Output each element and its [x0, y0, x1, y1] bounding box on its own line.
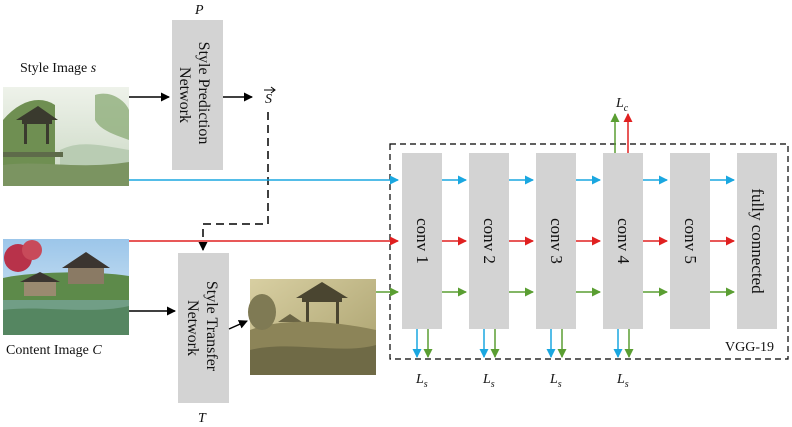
vgg-layer-box	[536, 153, 576, 329]
style-loss-label: Ls	[482, 372, 495, 390]
vgg-layer-label: conv 5	[681, 218, 700, 264]
vgg-layer-blocks: conv 1 conv 2 conv 3 conv 4 conv 5 fully conn…	[402, 153, 777, 329]
vgg-layer-label: conv 3	[547, 218, 566, 264]
vgg-layer-label: fully connected	[748, 188, 767, 294]
vgg-layer-box	[402, 153, 442, 329]
vgg-layer-5: conv 5	[670, 153, 710, 329]
vgg-internal-arrows	[412, 113, 735, 358]
vgg-layer-4: conv 4	[603, 153, 643, 329]
vgg-layer-box	[737, 153, 777, 329]
vgg-layer-label: conv 1	[413, 218, 432, 264]
vgg-layer-box	[469, 153, 509, 329]
vgg-layer-label: conv 2	[480, 218, 499, 264]
vgg19-region	[389, 143, 789, 360]
style-prediction-network-box	[172, 20, 223, 170]
vgg-layer-6: fully connected	[737, 153, 777, 329]
vgg-layer-3: conv 3	[536, 153, 576, 329]
style-loss-labels: Ls Ls Ls Ls	[415, 372, 629, 390]
vgg-layer-1: conv 1	[402, 153, 442, 329]
style-image	[3, 87, 129, 186]
transfer-to-output-arrow	[228, 320, 248, 330]
content-image	[3, 239, 129, 335]
style-transfer-network-box	[178, 253, 229, 403]
style-loss-label: Ls	[415, 372, 428, 390]
style-transfer-symbol: T	[198, 411, 207, 426]
vgg-layer-box	[670, 153, 710, 329]
style-loss-label: Ls	[616, 372, 629, 390]
stylized-output-image	[248, 279, 376, 375]
vgg19-label: VGG-19	[725, 340, 774, 355]
vgg-layer-label: conv 4	[614, 218, 633, 264]
style-image-label: Style Image s	[20, 61, 97, 76]
style-prediction-network-label: Style Prediction Network	[176, 42, 212, 149]
style-vector-symbol: S	[265, 92, 272, 107]
vector-arrow-icon	[264, 86, 276, 94]
content-loss-label: Lc	[615, 96, 629, 114]
style-vector-to-transfer-arrow	[198, 112, 269, 251]
style-loss-label: Ls	[549, 372, 562, 390]
vgg-layer-2: conv 2	[469, 153, 509, 329]
content-image-label: Content Image C	[6, 343, 102, 358]
vgg-layer-box	[603, 153, 643, 329]
style-prediction-symbol: P	[194, 3, 204, 18]
style-transfer-network-label: Style Transfer Network	[184, 281, 220, 375]
